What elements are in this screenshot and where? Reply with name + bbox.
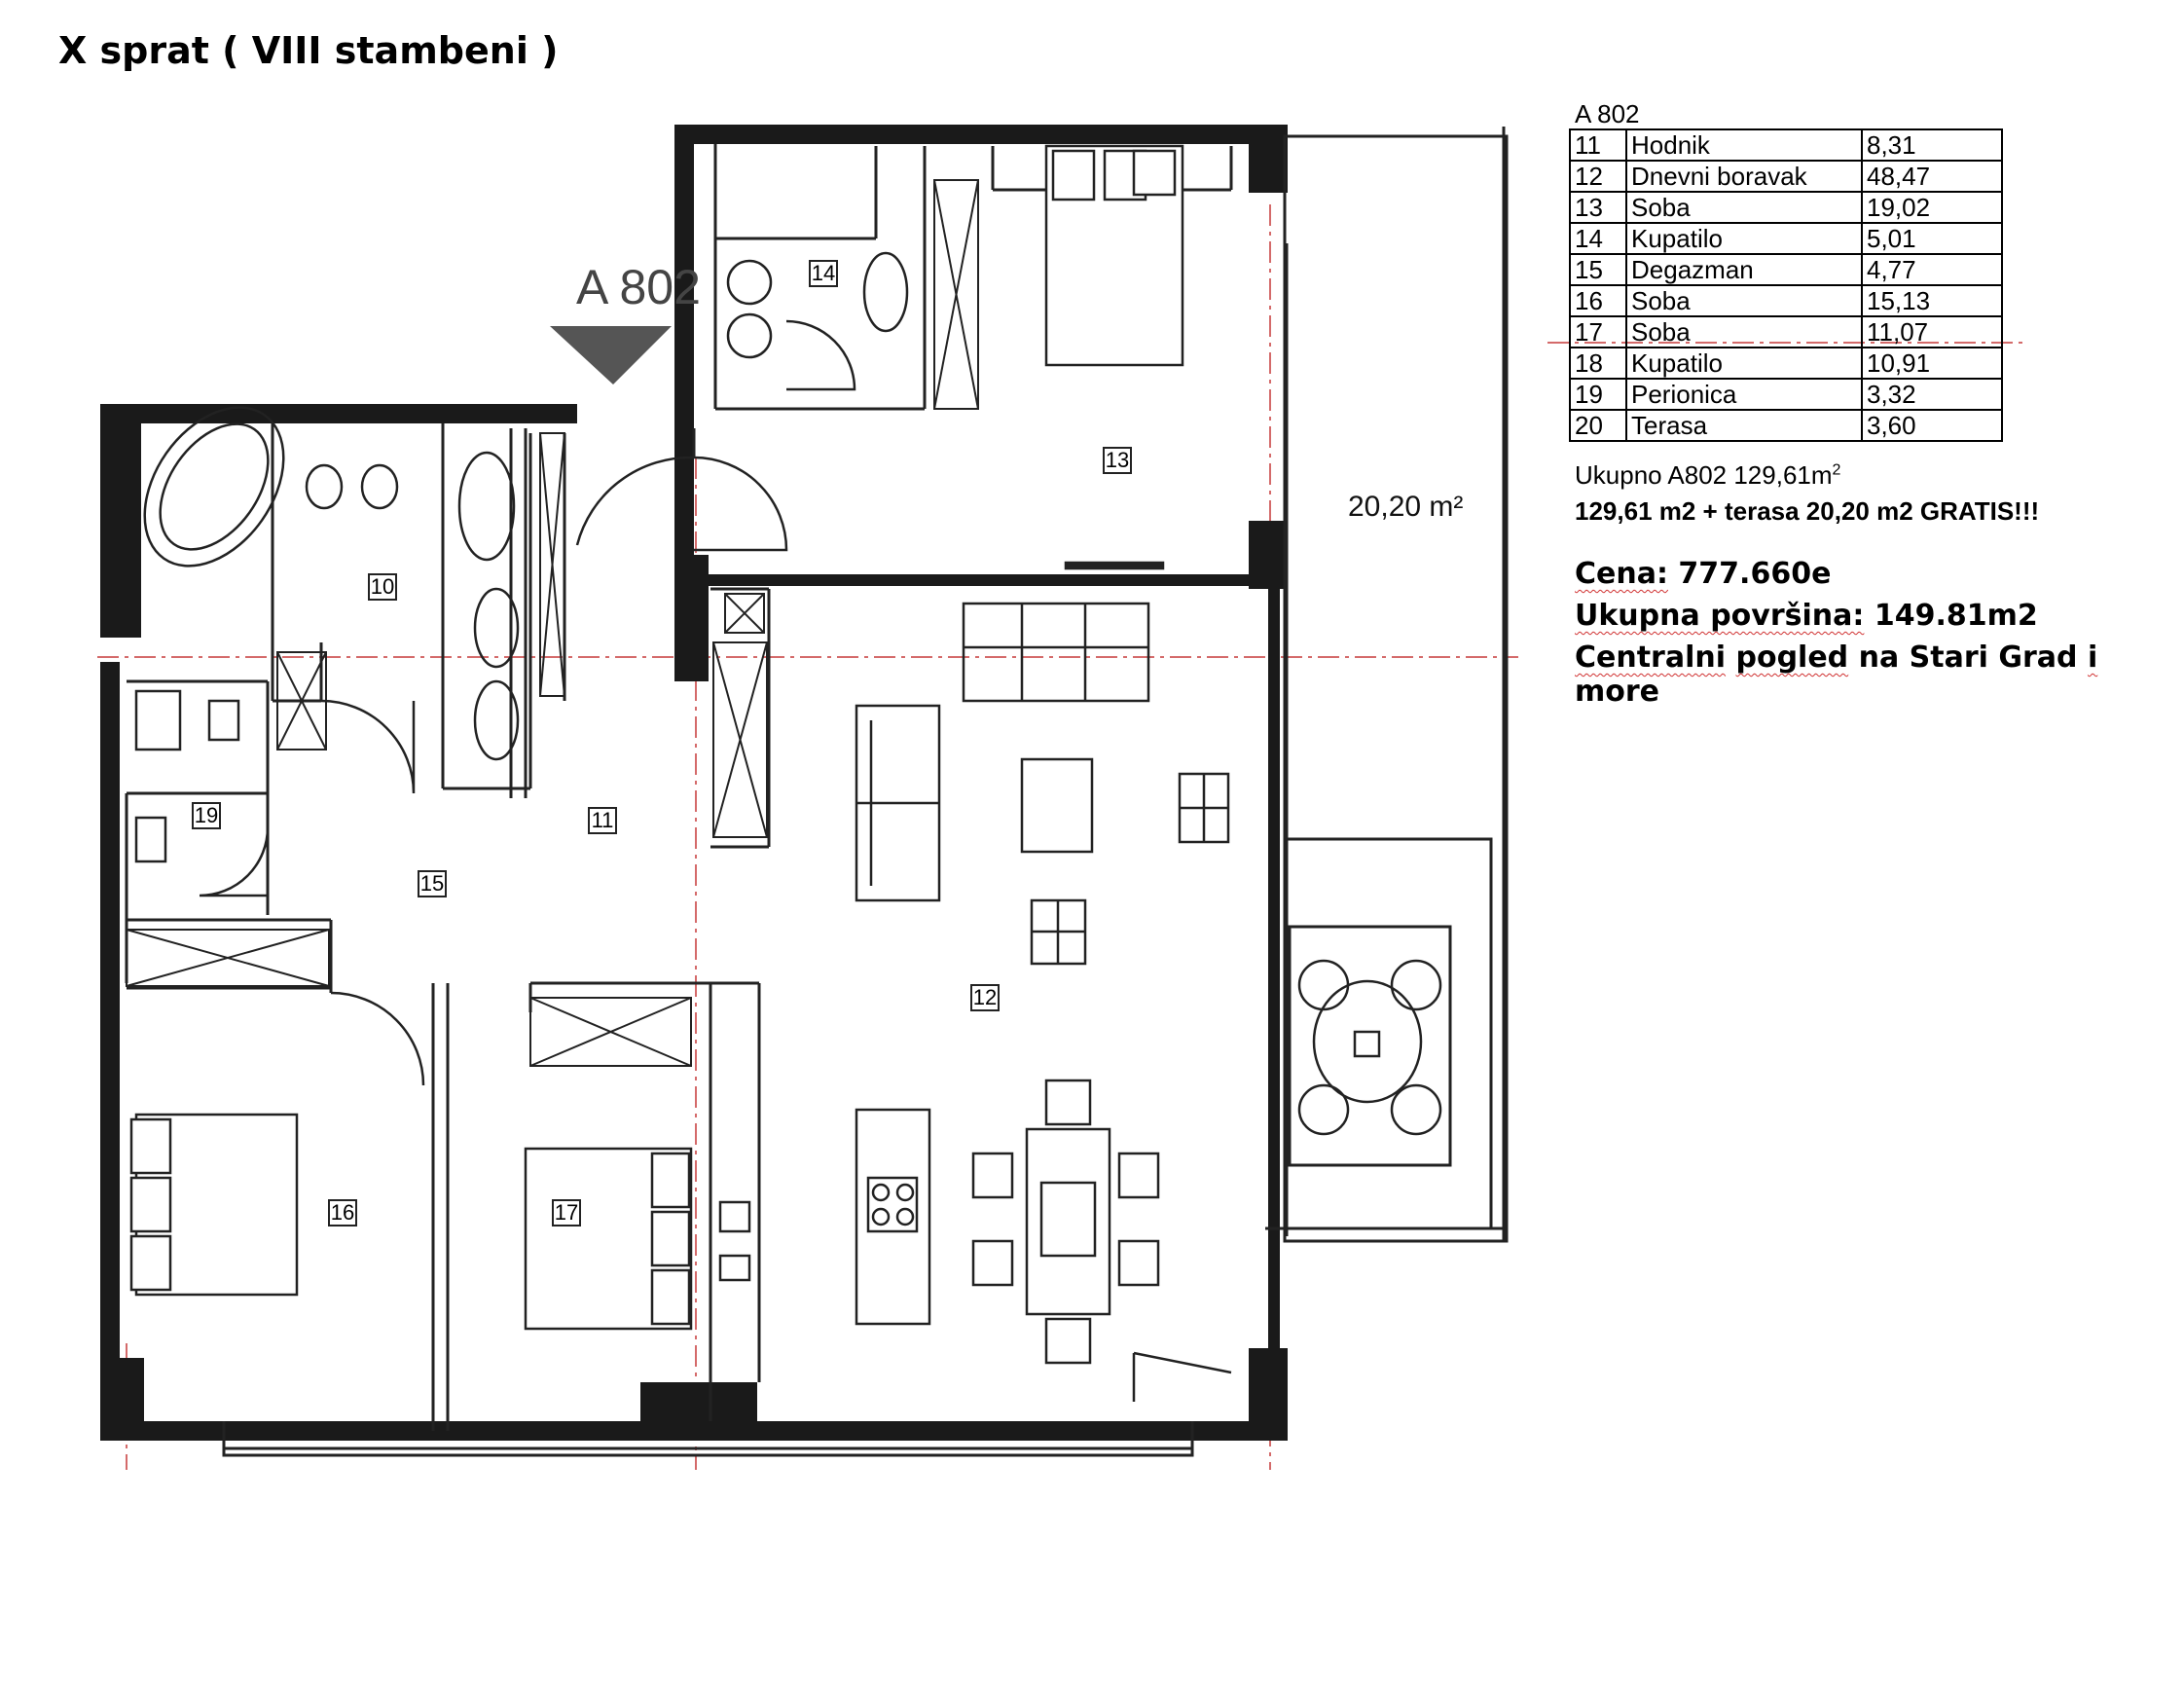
svg-text:10: 10 bbox=[371, 574, 394, 599]
interior-walls bbox=[125, 127, 1509, 1457]
total-area-line: Ukupno A802 129,61m2 bbox=[1575, 460, 1841, 490]
room-area-cell: 10,91 bbox=[1861, 347, 2003, 380]
room-area-cell: 11,07 bbox=[1861, 315, 2003, 348]
svg-text:11: 11 bbox=[592, 808, 614, 832]
room-tag-14: 14 bbox=[809, 260, 838, 287]
room-tag-13: 13 bbox=[1103, 447, 1132, 474]
room-name-cell: Kupatilo bbox=[1625, 347, 1863, 380]
price-line: Cena: 777.660e bbox=[1575, 557, 1832, 591]
room-name-cell: Soba bbox=[1625, 315, 1863, 348]
room-num-cell: 15 bbox=[1569, 253, 1627, 286]
svg-text:14: 14 bbox=[812, 261, 835, 285]
room-num-cell: 14 bbox=[1569, 222, 1627, 255]
room-area-cell: 3,32 bbox=[1861, 378, 2003, 411]
room-table-title: A 802 bbox=[1575, 99, 1640, 128]
room-num-cell: 16 bbox=[1569, 284, 1627, 317]
room-area-cell: 5,01 bbox=[1861, 222, 2003, 255]
svg-text:15: 15 bbox=[420, 871, 444, 896]
room-num-cell: 17 bbox=[1569, 315, 1627, 348]
room-area-cell: 8,31 bbox=[1861, 128, 2003, 162]
view-line: Centralni pogled na Stari Grad i more bbox=[1575, 641, 2098, 709]
room-num-cell: 13 bbox=[1569, 191, 1627, 224]
room-name-cell: Soba bbox=[1625, 191, 1863, 224]
room-name-cell: Dnevni boravak bbox=[1625, 160, 1863, 193]
svg-text:19: 19 bbox=[195, 803, 218, 827]
door-swings bbox=[199, 319, 1232, 1402]
beds bbox=[129, 144, 1184, 1331]
room-tag-10: 10 bbox=[368, 573, 397, 601]
svg-text:13: 13 bbox=[1106, 448, 1129, 472]
room-tag-19: 19 bbox=[192, 802, 221, 829]
room-tag-11: 11 bbox=[588, 807, 617, 834]
room-num-cell: 18 bbox=[1569, 347, 1627, 380]
room-tag-16: 16 bbox=[328, 1199, 357, 1226]
floor-heading: X sprat ( VIII stambeni ) bbox=[58, 29, 559, 72]
room-tag-15: 15 bbox=[418, 870, 447, 897]
room-name-cell: Degazman bbox=[1625, 253, 1863, 286]
offer-line: 129,61 m2 + terasa 20,20 m2 GRATIS!!! bbox=[1575, 496, 2040, 526]
room-area-cell: 4,77 bbox=[1861, 253, 2003, 286]
room-tags: 10 11 12 13 14 15 16 17 19 bbox=[192, 260, 1132, 1226]
room-name-cell: Perionica bbox=[1625, 378, 1863, 411]
wardrobes bbox=[126, 179, 979, 1067]
room-area-cell: 48,47 bbox=[1861, 160, 2003, 193]
room-tag-12: 12 bbox=[970, 984, 1000, 1011]
room-num-cell: 12 bbox=[1569, 160, 1627, 193]
svg-text:17: 17 bbox=[555, 1200, 578, 1225]
room-num-cell: 19 bbox=[1569, 378, 1627, 411]
room-name-cell: Soba bbox=[1625, 284, 1863, 317]
furniture bbox=[134, 251, 1442, 1365]
room-area-cell: 15,13 bbox=[1861, 284, 2003, 317]
entrance-arrow bbox=[550, 326, 672, 384]
unit-label: A 802 bbox=[576, 260, 701, 314]
svg-text:16: 16 bbox=[331, 1200, 354, 1225]
room-area-cell: 19,02 bbox=[1861, 191, 2003, 224]
room-num-cell: 11 bbox=[1569, 128, 1627, 162]
walls bbox=[100, 125, 1288, 1441]
room-name-cell: Terasa bbox=[1625, 409, 1863, 442]
room-area-cell: 3,60 bbox=[1861, 409, 2003, 442]
room-name-cell: Hodnik bbox=[1625, 128, 1863, 162]
room-num-cell: 20 bbox=[1569, 409, 1627, 442]
total-area-info: Ukupna površina: 149.81m2 bbox=[1575, 599, 2038, 633]
terrace-area: 20,20 m² bbox=[1348, 491, 1463, 523]
room-tag-17: 17 bbox=[552, 1199, 581, 1226]
room-name-cell: Kupatilo bbox=[1625, 222, 1863, 255]
svg-text:12: 12 bbox=[973, 985, 997, 1009]
